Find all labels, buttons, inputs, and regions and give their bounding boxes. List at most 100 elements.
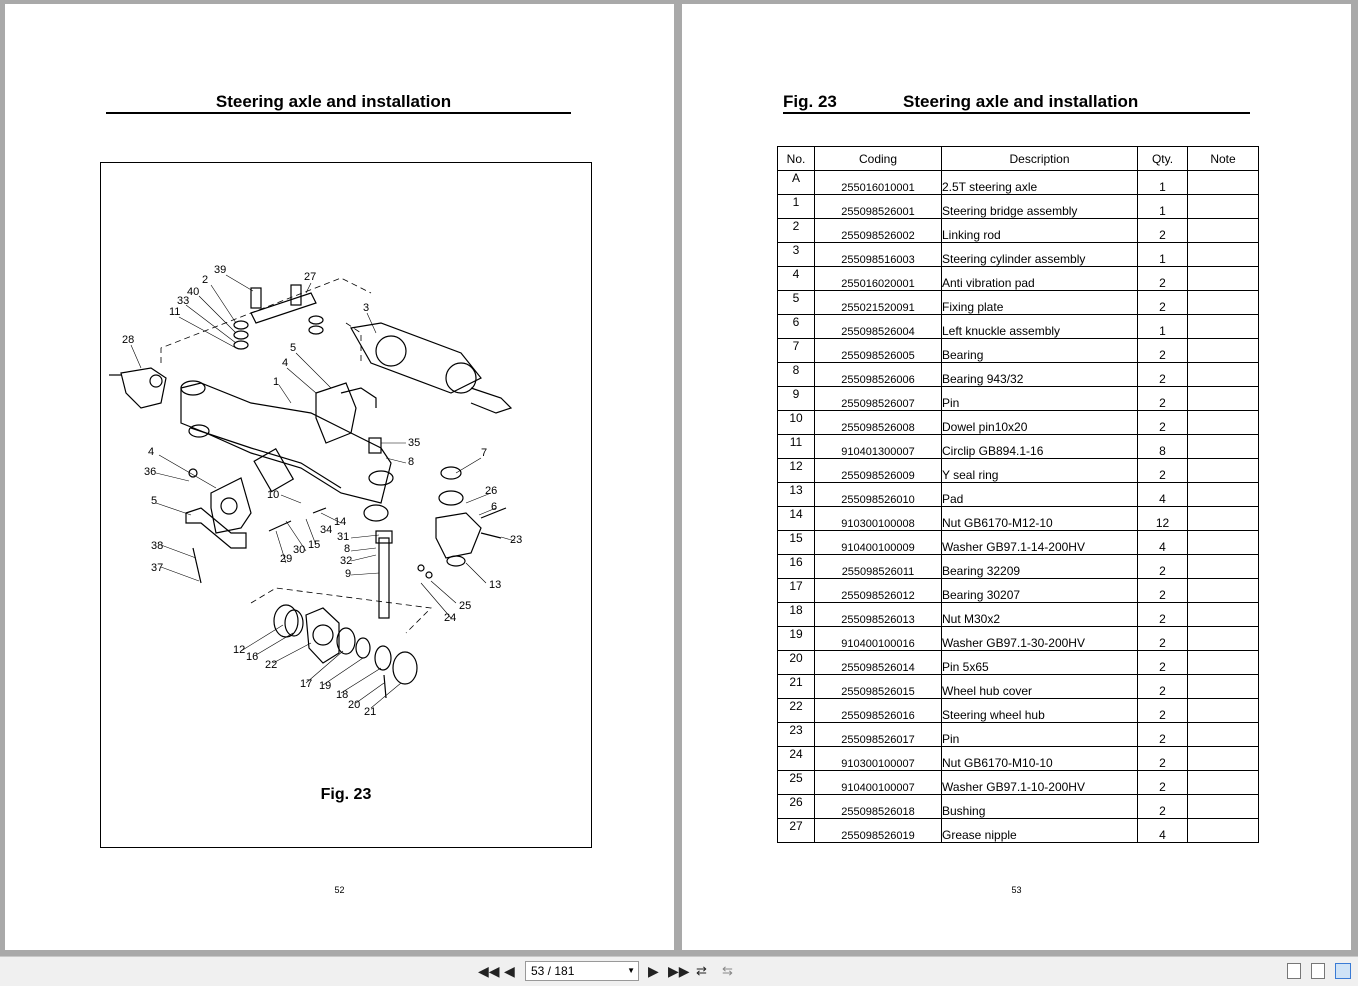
callout-label: 38 bbox=[151, 540, 163, 552]
callout-label: 19 bbox=[319, 680, 331, 692]
part-coding-cell: 255098526011 bbox=[814, 554, 942, 579]
part-coding-cell: 255098526008 bbox=[814, 410, 942, 435]
part-description-cell: Steering bridge assembly bbox=[941, 194, 1138, 219]
part-number-cell: 14 bbox=[777, 506, 815, 531]
previous-page-icon[interactable]: ◀ bbox=[504, 963, 515, 979]
part-qty-cell: 2 bbox=[1137, 602, 1188, 627]
chevron-down-icon[interactable]: ▼ bbox=[627, 966, 635, 975]
right-page-title: Fig. 23 Steering axle and installation bbox=[783, 92, 1250, 114]
column-header-no: No. bbox=[777, 146, 815, 171]
part-number-cell: 18 bbox=[777, 602, 815, 627]
part-coding-cell: 255098526001 bbox=[814, 194, 942, 219]
part-description-cell: Anti vibration pad bbox=[941, 266, 1138, 291]
last-page-icon[interactable]: ▶▶ bbox=[668, 963, 690, 979]
callout-label: 1 bbox=[273, 376, 279, 388]
callout-label: 25 bbox=[459, 600, 471, 612]
continuous-view-icon[interactable] bbox=[1311, 963, 1325, 979]
part-number-cell: 10 bbox=[777, 410, 815, 435]
previous-view-icon[interactable]: ⇄ bbox=[696, 963, 707, 978]
part-number-cell: 16 bbox=[777, 554, 815, 579]
callout-label: 5 bbox=[290, 342, 296, 354]
next-view-icon[interactable]: ⇆ bbox=[722, 963, 733, 978]
column-header-note: Note bbox=[1187, 146, 1259, 171]
callout-label: 21 bbox=[364, 706, 376, 718]
part-coding-cell: 255098526016 bbox=[814, 698, 942, 723]
page-number-selector[interactable]: 53 / 181 ▼ bbox=[525, 961, 639, 981]
part-qty-cell: 2 bbox=[1137, 266, 1188, 291]
part-note-cell bbox=[1187, 194, 1259, 219]
callout-label: 20 bbox=[348, 699, 360, 711]
part-coding-cell: 910401300007 bbox=[814, 434, 942, 459]
part-coding-cell: 255016020001 bbox=[814, 266, 942, 291]
part-description-cell: Bearing 32209 bbox=[941, 554, 1138, 579]
part-note-cell bbox=[1187, 650, 1259, 675]
part-coding-cell: 255098526009 bbox=[814, 458, 942, 483]
part-description-cell: Left knuckle assembly bbox=[941, 314, 1138, 339]
part-coding-cell: 910300100007 bbox=[814, 746, 942, 771]
part-qty-cell: 2 bbox=[1137, 770, 1188, 795]
callout-label: 8 bbox=[344, 543, 350, 555]
callout-label: 31 bbox=[337, 531, 349, 543]
part-qty-cell: 1 bbox=[1137, 170, 1188, 195]
part-description-cell: Fixing plate bbox=[941, 290, 1138, 315]
part-number-cell: 19 bbox=[777, 626, 815, 651]
part-number-cell: 27 bbox=[777, 818, 815, 843]
part-number-cell: 4 bbox=[777, 266, 815, 291]
part-number-cell: 2 bbox=[777, 218, 815, 243]
callout-label: 32 bbox=[340, 555, 352, 567]
page-number: 53 bbox=[1011, 885, 1022, 895]
two-page-view-icon[interactable] bbox=[1335, 963, 1351, 979]
next-page-icon[interactable]: ▶ bbox=[648, 963, 659, 979]
callout-label: 18 bbox=[336, 689, 348, 701]
part-number-cell: 25 bbox=[777, 770, 815, 795]
part-coding-cell: 255098526012 bbox=[814, 578, 942, 603]
part-qty-cell: 2 bbox=[1137, 650, 1188, 675]
part-coding-cell: 910400100016 bbox=[814, 626, 942, 651]
part-coding-cell: 255016010001 bbox=[814, 170, 942, 195]
part-description-cell: Pin 5x65 bbox=[941, 650, 1138, 675]
part-description-cell: 2.5T steering axle bbox=[941, 170, 1138, 195]
part-note-cell bbox=[1187, 506, 1259, 531]
part-note-cell bbox=[1187, 794, 1259, 819]
part-note-cell bbox=[1187, 410, 1259, 435]
callout-label: 2 bbox=[202, 274, 208, 286]
callout-label: 7 bbox=[481, 447, 487, 459]
part-note-cell bbox=[1187, 578, 1259, 603]
callout-label: 13 bbox=[489, 579, 501, 591]
callout-label: 40 bbox=[187, 286, 199, 298]
part-note-cell bbox=[1187, 458, 1259, 483]
part-description-cell: Y seal ring bbox=[941, 458, 1138, 483]
part-qty-cell: 8 bbox=[1137, 434, 1188, 459]
part-number-cell: 11 bbox=[777, 434, 815, 459]
part-description-cell: Pin bbox=[941, 386, 1138, 411]
part-coding-cell: 255098526015 bbox=[814, 674, 942, 699]
callout-label: 6 bbox=[491, 501, 497, 513]
part-qty-cell: 1 bbox=[1137, 242, 1188, 267]
part-note-cell bbox=[1187, 242, 1259, 267]
page-heading: Steering axle and installation bbox=[903, 92, 1139, 111]
table-header-row: No. Coding Description Qty. Note bbox=[777, 146, 1259, 171]
callout-label: 16 bbox=[246, 651, 258, 663]
part-note-cell bbox=[1187, 746, 1259, 771]
part-number-cell: 15 bbox=[777, 530, 815, 555]
part-number-cell: 24 bbox=[777, 746, 815, 771]
part-description-cell: Bearing 30207 bbox=[941, 578, 1138, 603]
callout-label: 12 bbox=[233, 644, 245, 656]
callout-label: 28 bbox=[122, 334, 134, 346]
single-page-view-icon[interactable] bbox=[1287, 963, 1301, 979]
part-coding-cell: 255098526018 bbox=[814, 794, 942, 819]
callout-label: 4 bbox=[148, 446, 154, 458]
part-description-cell: Circlip GB894.1-16 bbox=[941, 434, 1138, 459]
first-page-icon[interactable]: ◀◀ bbox=[478, 963, 500, 979]
part-qty-cell: 2 bbox=[1137, 578, 1188, 603]
